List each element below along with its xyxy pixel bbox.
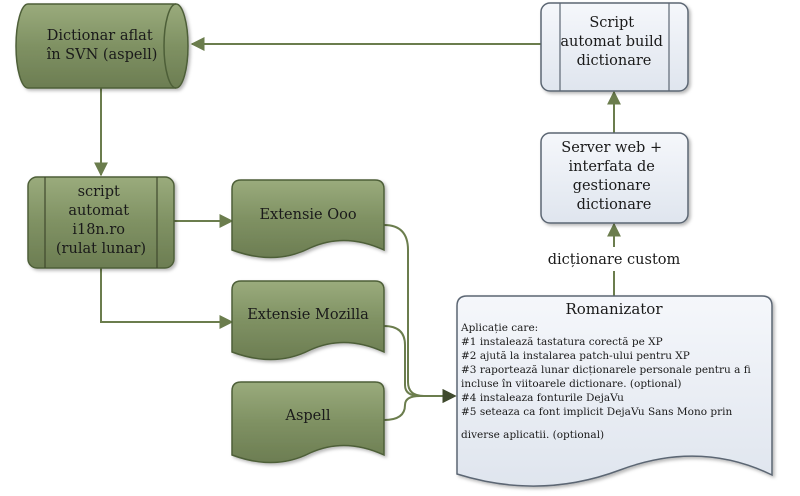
edge-mozilla-to-romanizator <box>383 325 457 403</box>
node-romanizator <box>456 295 773 487</box>
svn-dictionary-label: Dictionar aflat în SVN (aspell) <box>47 28 158 63</box>
romanizator-title: Romanizator <box>565 300 663 318</box>
server-web-label: Server web + interfata de gestionare dic… <box>561 140 666 213</box>
extensie-mozilla-label: Extensie Mozilla <box>247 307 369 323</box>
connectors <box>94 37 621 421</box>
script-i18n-label: script automat i18n.ro (rulat lunar) <box>56 184 146 257</box>
script-build-label: Script automat build dictionare <box>560 15 667 69</box>
edge-label-custom: dicționare custom <box>548 252 681 268</box>
extensie-ooo-label: Extensie Ooo <box>259 207 356 223</box>
node-server-web <box>540 132 689 224</box>
node-aspell <box>231 381 385 464</box>
node-extensie-ooo <box>231 179 385 259</box>
edge-ooo-to-romanizator <box>383 224 457 403</box>
node-script-build <box>540 2 689 92</box>
aspell-label: Aspell <box>284 408 330 424</box>
romanizator-description: Aplicație care: #1 instalează tastatura … <box>460 322 754 441</box>
node-script-i18n <box>27 176 175 269</box>
edge-aspell-to-romanizator <box>383 389 457 421</box>
node-extensie-mozilla <box>231 280 385 361</box>
edge-script-to-mozilla <box>100 268 234 329</box>
node-svn-dictionary <box>15 3 189 89</box>
